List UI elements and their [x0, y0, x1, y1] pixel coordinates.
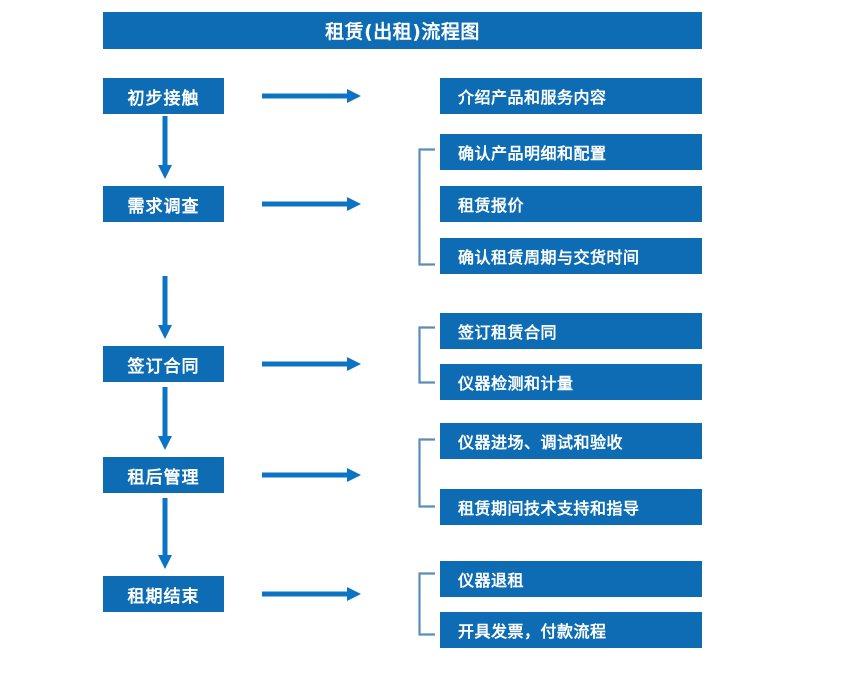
detail-box-invoice-payment[interactable]: 开具发票，付款流程	[440, 612, 702, 648]
detail-box-instrument-onsite-commissioning[interactable]: 仪器进场、调试和验收	[440, 423, 702, 459]
detail-box-technical-support[interactable]: 租赁期间技术支持和指导	[440, 489, 702, 525]
detail-box-instrument-inspection[interactable]: 仪器检测和计量	[440, 364, 702, 400]
detail-box-rental-quotation[interactable]: 租赁报价	[440, 186, 702, 222]
stage-box-lease-end[interactable]: 租期结束	[103, 576, 224, 612]
horizontal-arrow-4-icon	[262, 467, 362, 483]
group-bracket-sign-contract-icon	[418, 326, 436, 384]
detail-box-confirm-lease-period[interactable]: 确认租赁周期与交货时间	[440, 238, 702, 274]
horizontal-arrow-5-icon	[262, 586, 362, 602]
stage-box-post-rental-management[interactable]: 租后管理	[103, 457, 224, 493]
vertical-arrow-4-icon	[157, 498, 173, 570]
detail-box-introduce-products[interactable]: 介绍产品和服务内容	[440, 78, 702, 114]
detail-box-instrument-return[interactable]: 仪器退租	[440, 561, 702, 597]
stage-box-initial-contact[interactable]: 初步接触	[103, 78, 224, 114]
group-bracket-needs-survey-icon	[418, 148, 436, 266]
vertical-arrow-2-icon	[157, 276, 173, 340]
stage-box-sign-contract[interactable]: 签订合同	[103, 346, 224, 382]
group-bracket-post-rental-icon	[418, 438, 436, 508]
vertical-arrow-1-icon	[157, 116, 173, 180]
detail-box-confirm-product-specs[interactable]: 确认产品明细和配置	[440, 134, 702, 170]
stage-box-needs-survey[interactable]: 需求调查	[103, 186, 224, 222]
detail-box-sign-lease-agreement[interactable]: 签订租赁合同	[440, 313, 702, 349]
horizontal-arrow-3-icon	[262, 356, 362, 372]
page-title: 租赁(出租)流程图	[103, 12, 702, 49]
vertical-arrow-3-icon	[157, 387, 173, 451]
group-bracket-lease-end-icon	[418, 572, 436, 636]
horizontal-arrow-2-icon	[262, 196, 362, 212]
horizontal-arrow-1-icon	[262, 88, 362, 104]
